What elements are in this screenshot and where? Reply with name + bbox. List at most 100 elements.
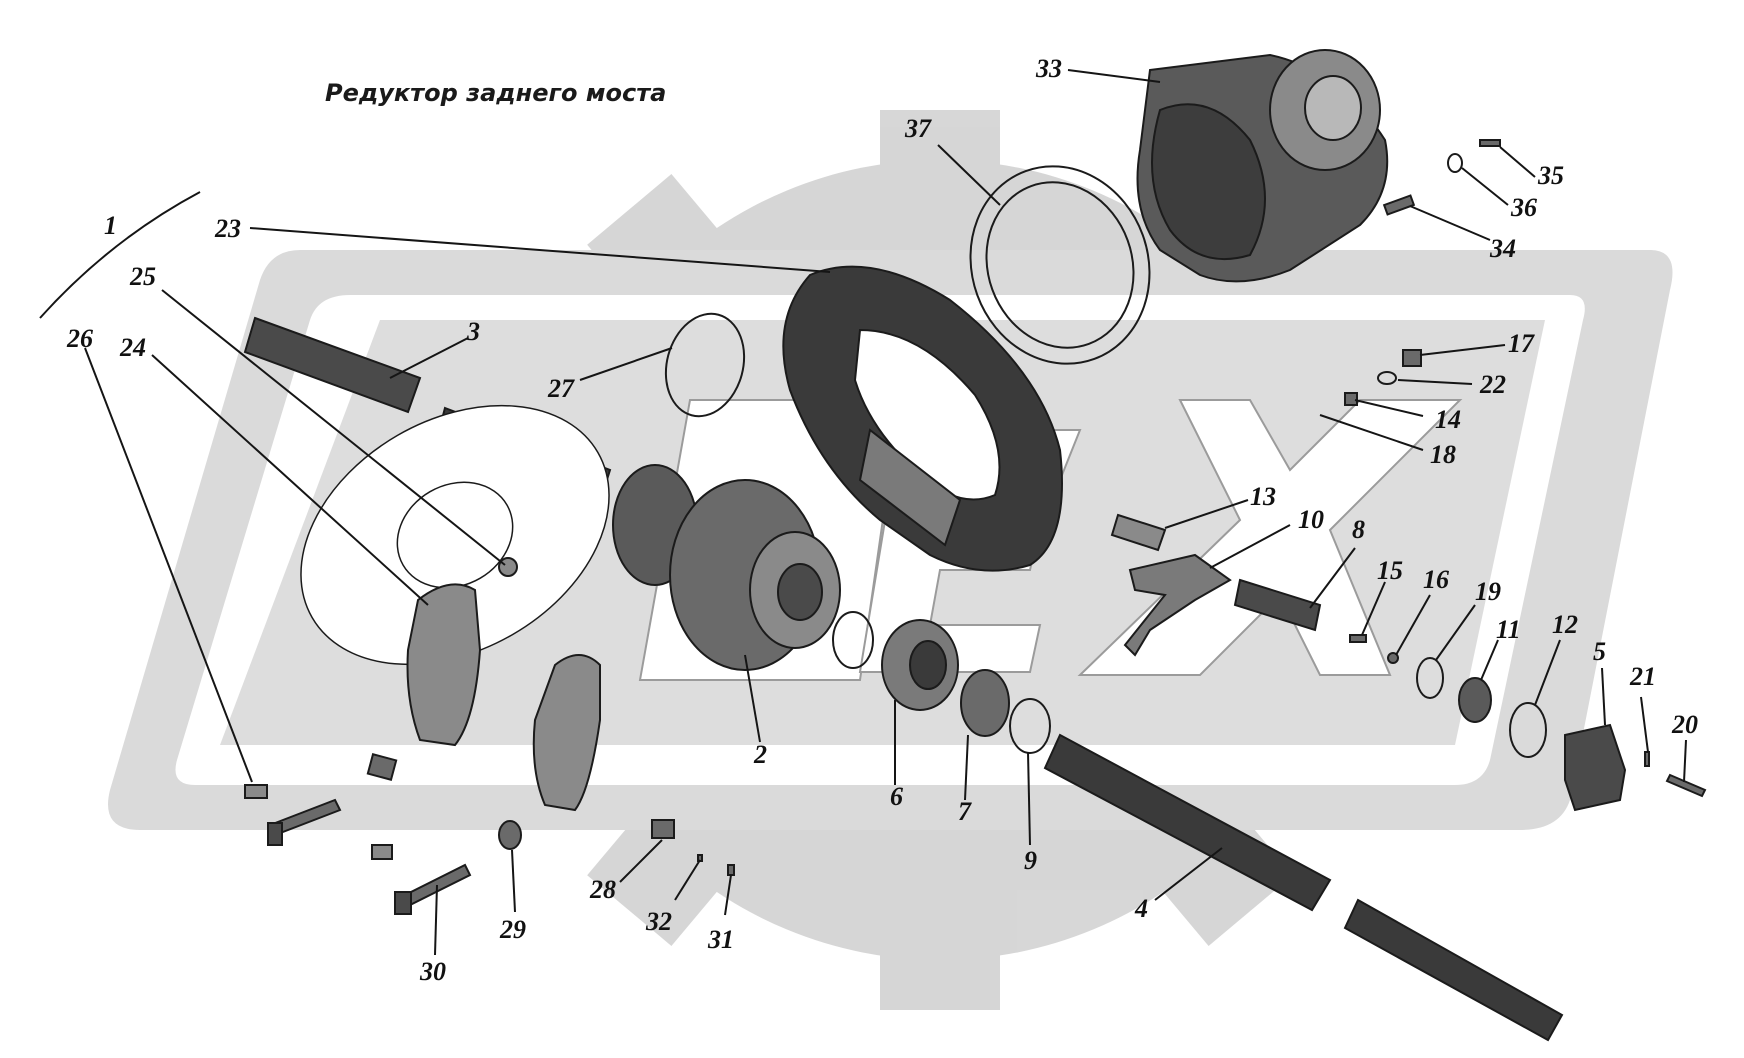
callout-25: 25 [129,262,156,291]
callout-4: 4 [1134,894,1148,923]
leader-24 [151,354,429,606]
callout-30: 30 [419,957,446,986]
callout-16: 16 [1423,565,1449,594]
callout-29: 29 [499,915,526,944]
callout-2: 2 [753,740,767,769]
callout-11: 11 [1496,615,1521,644]
callout-13: 13 [1250,482,1276,511]
pin-34 [1382,194,1416,216]
leader-25 [161,289,506,566]
leader-11 [1480,639,1499,681]
leader-22 [1397,379,1473,385]
callout-22: 22 [1479,370,1506,399]
pin-26 [244,784,268,799]
shim-ring [664,312,746,418]
gasket [969,165,1151,365]
pin-31 [727,864,735,876]
callout-35: 35 [1537,161,1564,190]
callout-19: 19 [1475,577,1501,606]
lock-washer-29 [498,820,522,850]
leader-27 [579,347,673,381]
leader-3 [389,337,469,379]
leader-5 [1601,667,1606,726]
differential-case [1136,49,1389,283]
leader-23 [249,227,831,273]
leader-4 [1154,847,1223,901]
leader-20 [1683,739,1687,783]
leader-28 [619,839,663,883]
leader-17 [1419,344,1506,356]
bearing [881,619,959,711]
axle-shaft-long [1043,733,1564,1042]
ball-16 [1387,652,1399,664]
leader-33 [1067,69,1161,83]
callout-33: 33 [1035,54,1062,83]
bearing-small [960,669,1010,737]
spring [1110,513,1167,552]
callout-12: 12 [1552,610,1578,639]
leader-34 [1409,205,1491,241]
fork-rod [1233,578,1322,632]
breather-fitting [1402,349,1422,367]
snap-ring-b [1009,698,1051,754]
callout-5: 5 [1593,637,1606,666]
leader-16 [1395,594,1431,656]
diagram-title: Редуктор заднего моста [325,79,666,107]
leader-2 [744,654,761,743]
leader-21 [1640,696,1649,753]
leader-10 [1209,524,1291,569]
callout-23: 23 [214,214,241,243]
pin-20 [1665,773,1707,798]
nut [498,557,518,577]
plate-28 [651,819,675,839]
leader-35 [1499,146,1536,178]
o-ring-19 [1416,657,1444,699]
callout-28: 28 [589,875,616,904]
inset-oval [300,404,610,666]
washer-ring [1377,371,1397,385]
bushing [371,844,393,860]
leader-32 [674,859,701,901]
leader-18 [1319,414,1424,451]
screw-35 [1479,139,1501,147]
leader-29 [511,849,516,913]
callout-18: 18 [1430,440,1456,469]
callout-labels: 1 2 3 4 5 6 7 8 9 10 11 12 13 14 15 16 1… [66,54,1698,986]
callout-21: 21 [1629,662,1656,691]
leader-31 [724,874,732,916]
callout-36: 36 [1510,193,1537,222]
bearing-cap-right [532,654,601,812]
callout-24: 24 [119,333,146,362]
leader-26 [84,347,253,783]
shift-block [1564,723,1627,812]
bearing-cap-left [406,583,482,747]
callout-26: 26 [66,324,93,353]
callout-14: 14 [1435,405,1461,434]
bolt-head [267,822,283,846]
callout-15: 15 [1377,556,1403,585]
callout-3: 3 [466,317,480,346]
callout-8: 8 [1352,515,1365,544]
callout-34: 34 [1489,234,1516,263]
leader-36 [1461,167,1509,206]
bolt [394,863,472,915]
callout-37: 37 [904,114,932,143]
differential-assembly [612,464,841,671]
washer-36 [1447,153,1463,173]
callout-10: 10 [1298,505,1324,534]
leader-7 [964,734,969,801]
gasket-12 [1509,702,1547,758]
leader-12 [1534,639,1561,706]
pin-15 [1349,634,1367,643]
callout-1: 1 [104,211,117,240]
nut-square [366,753,398,781]
leader-13 [1164,499,1249,529]
leader-19 [1435,604,1476,661]
bracket-line-1 [39,191,201,319]
plug-11 [1458,677,1492,723]
callout-32: 32 [645,907,672,936]
callout-27: 27 [547,374,575,403]
pin-21 [1644,751,1650,767]
